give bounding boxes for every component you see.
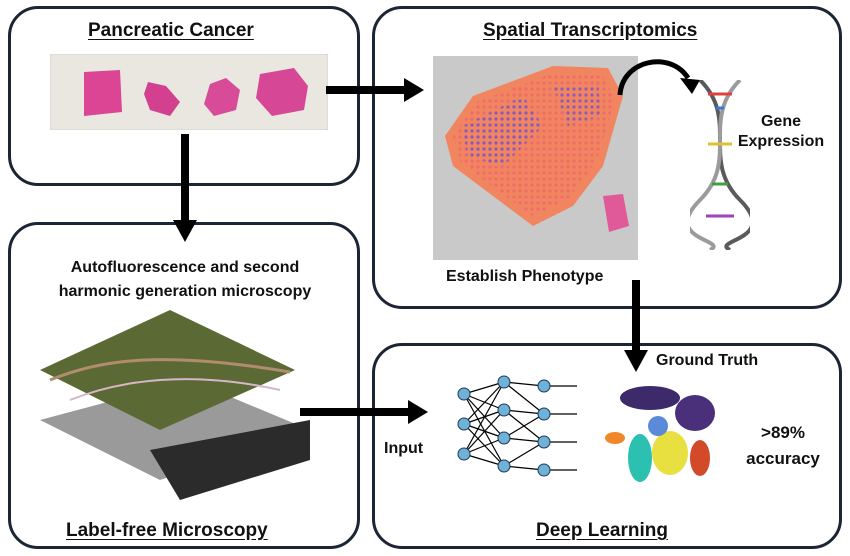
neural-network-icon <box>457 375 577 477</box>
arrow-pancreatic-to-spatial <box>326 78 424 102</box>
ground-truth-label: Ground Truth <box>656 352 759 369</box>
spatial-transcriptomics-title: Spatial Transcriptomics <box>483 20 698 41</box>
input-label: Input <box>384 440 424 457</box>
label-free-microscopy-title: Label-free Microscopy <box>66 520 268 541</box>
accuracy-label: >89% accuracy <box>746 423 820 468</box>
pancreatic-cancer-title: Pancreatic Cancer <box>88 20 254 41</box>
curved-arrow-icon <box>617 59 700 96</box>
gene-expression-label: Gene Expression <box>737 113 825 150</box>
tissue-slide-image <box>50 54 328 130</box>
cluster-plot-image <box>605 386 715 482</box>
arrow-pancreatic-to-microscopy <box>173 134 197 242</box>
deep-learning-panel <box>372 343 842 549</box>
dna-helix-icon <box>690 80 750 250</box>
arrow-spatial-to-deep-learning <box>624 280 648 372</box>
microscopy-description: Autofluorescence and second harmonic gen… <box>58 259 312 300</box>
deep-learning-title: Deep Learning <box>536 520 668 541</box>
establish-phenotype-label: Establish Phenotype <box>446 268 604 285</box>
arrow-microscopy-to-deep-learning <box>300 400 428 424</box>
spatial-tissue-map-image <box>433 56 638 260</box>
microscopy-image-stack <box>40 310 310 500</box>
